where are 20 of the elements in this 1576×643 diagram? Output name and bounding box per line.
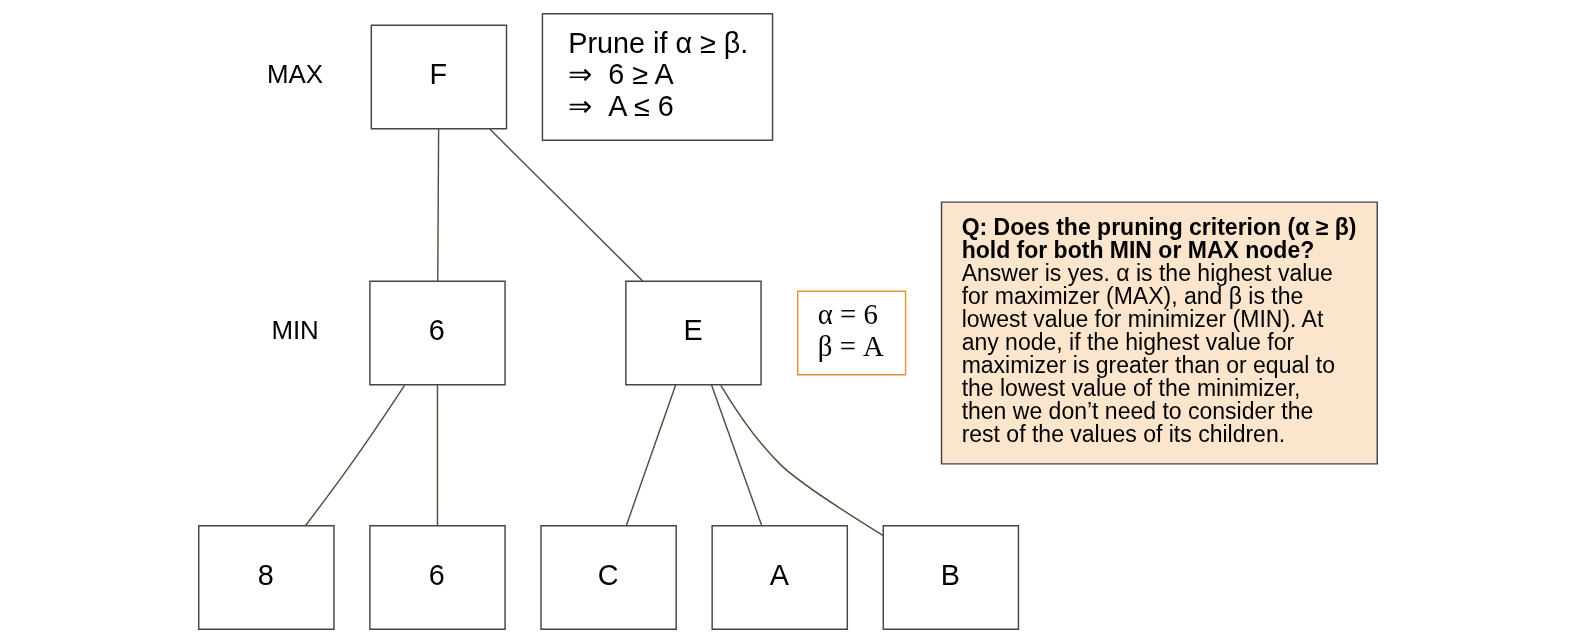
node-box: 6 <box>369 525 506 630</box>
connector <box>625 384 677 527</box>
connector <box>720 384 884 537</box>
connector <box>489 128 644 282</box>
label: MAX <box>267 60 324 89</box>
connector <box>436 384 439 527</box>
node-box: α = 6 β = A <box>797 290 907 376</box>
node-box: E <box>625 280 762 386</box>
node-box: 6 <box>369 280 506 386</box>
node-box: F <box>370 24 508 130</box>
node-box: B <box>882 525 1020 630</box>
node-box: Prune if α ≥ β. ⇒ 6 ≥ A ⇒ A ≤ 6 <box>541 13 774 141</box>
node-box: Q: Does the pruning criterion (α ≥ β) hold for both MIN or MAX node? Answer is yes. α is the highest value for maximizer (MAX), and β is the lowest value for minimizer (MIN). At any node, if the highest value for maximizer is greater than or equal to the lowest value of the minimizer, then we don’t need to consider the rest of the values of its children. <box>940 201 1378 465</box>
connector <box>710 384 763 527</box>
connector <box>304 384 406 527</box>
connector <box>437 128 440 282</box>
node-box: A <box>711 525 849 630</box>
label: MIN <box>271 316 319 345</box>
node-box: C <box>540 525 677 630</box>
node-box: 8 <box>198 525 335 630</box>
